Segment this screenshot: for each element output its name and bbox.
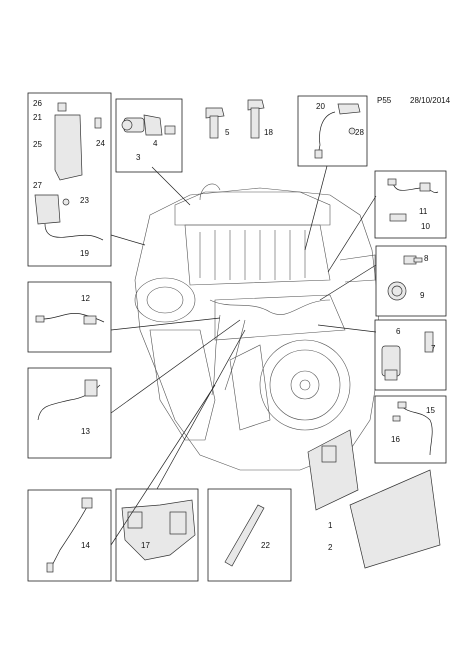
inset-box-3-4: [115, 98, 183, 173]
callout-3: 3: [136, 153, 141, 162]
callout-15: 15: [426, 406, 435, 415]
callout-7: 7: [431, 344, 436, 353]
inset-box-14: [27, 489, 112, 582]
inset-box-10-11: [374, 170, 447, 239]
ecu-bracket-2: [349, 469, 441, 569]
callout-11: 11: [419, 207, 428, 216]
callout-8: 8: [424, 254, 429, 263]
callout-6: 6: [396, 327, 401, 336]
callout-1: 1: [328, 521, 333, 530]
diagram-date: 28/10/2014: [410, 96, 451, 105]
callout-16: 16: [391, 435, 400, 444]
callout-28: 28: [355, 128, 364, 137]
callout-10: 10: [421, 222, 430, 231]
bolt-5: [205, 107, 225, 139]
inset-box-17: [115, 488, 199, 582]
inset-box-12: [27, 281, 112, 353]
callout-25: 25: [33, 140, 42, 149]
callout-2: 2: [328, 543, 333, 552]
callout-4: 4: [153, 139, 158, 148]
inset-box-8-9: [375, 245, 447, 317]
callout-26: 26: [33, 99, 42, 108]
callout-12: 12: [81, 294, 90, 303]
page-code: P55: [377, 96, 392, 105]
callout-20: 20: [316, 102, 325, 111]
callout-14: 14: [81, 541, 90, 550]
callout-19: 19: [80, 249, 89, 258]
inset-box-20-28: [297, 95, 368, 167]
engine-illustration: [134, 183, 381, 471]
callout-21: 21: [33, 113, 42, 122]
leader-lines: [110, 165, 377, 546]
callout-9: 9: [420, 291, 425, 300]
inset-box-sensors-19-27: [27, 92, 112, 267]
callout-23: 23: [80, 196, 89, 205]
callout-17: 17: [141, 541, 150, 550]
callout-13: 13: [81, 427, 90, 436]
callout-24: 24: [96, 139, 105, 148]
callouts: 26 21 25 24 27 23 19 4 3 5 18 20 28 11 1…: [33, 99, 436, 552]
inset-box-6-7: [374, 319, 447, 391]
inset-box-15-16: [374, 395, 447, 464]
callout-18: 18: [264, 128, 273, 137]
ecu-module-1: [307, 429, 359, 511]
bolt-18: [247, 99, 265, 139]
inset-box-22: [207, 488, 292, 582]
callout-22: 22: [261, 541, 270, 550]
inset-box-13: [27, 367, 112, 459]
callout-27: 27: [33, 181, 42, 190]
callout-5: 5: [225, 128, 230, 137]
